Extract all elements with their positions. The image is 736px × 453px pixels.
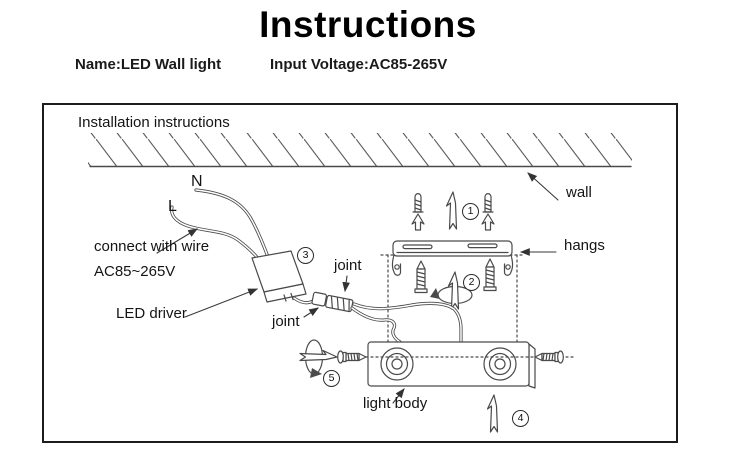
connect-with-wire-label: connect with wire (94, 238, 210, 255)
wire-n-label: N (191, 173, 203, 190)
wire-l-label: L (168, 198, 177, 215)
product-name-label: Name:LED Wall light (75, 56, 222, 73)
step-badge-1: 1 (462, 203, 479, 220)
section-title: Installation instructions (78, 114, 230, 131)
joint-lower-label: joint (272, 313, 300, 330)
step-badge-4: 4 (512, 410, 529, 427)
step-badge-3: 3 (297, 247, 314, 264)
light-body-label: light body (363, 395, 428, 412)
rotate-arrow-icon (299, 339, 338, 378)
leader-arrows (156, 172, 559, 404)
up-arrow-icon (445, 191, 458, 230)
output-wires (350, 301, 463, 344)
voltage-range-label: AC85~265V (94, 263, 176, 280)
step-badge-2: 2 (463, 274, 480, 291)
installation-diagram: Installation instructions N L connect wi… (42, 103, 678, 443)
input-voltage-label: Input Voltage:AC85-265V (270, 56, 448, 73)
rotate-arrow-icon (430, 271, 473, 310)
page-title: Instructions (259, 4, 477, 45)
led-driver-icon (251, 250, 307, 303)
mounting-bracket-icon (391, 240, 514, 276)
up-arrow-icon (486, 394, 499, 433)
joint-connector-icon (311, 291, 354, 313)
led-driver-label: LED driver (116, 305, 187, 322)
joint-upper-label: joint (334, 257, 362, 274)
input-wires (170, 188, 270, 263)
diagram-lineart (88, 133, 632, 433)
light-body-icon (367, 341, 536, 389)
step-badge-5: 5 (323, 370, 340, 387)
hangs-label: hangs (564, 237, 605, 254)
wall-hatch-icon (88, 133, 632, 168)
wall-label: wall (566, 184, 592, 201)
